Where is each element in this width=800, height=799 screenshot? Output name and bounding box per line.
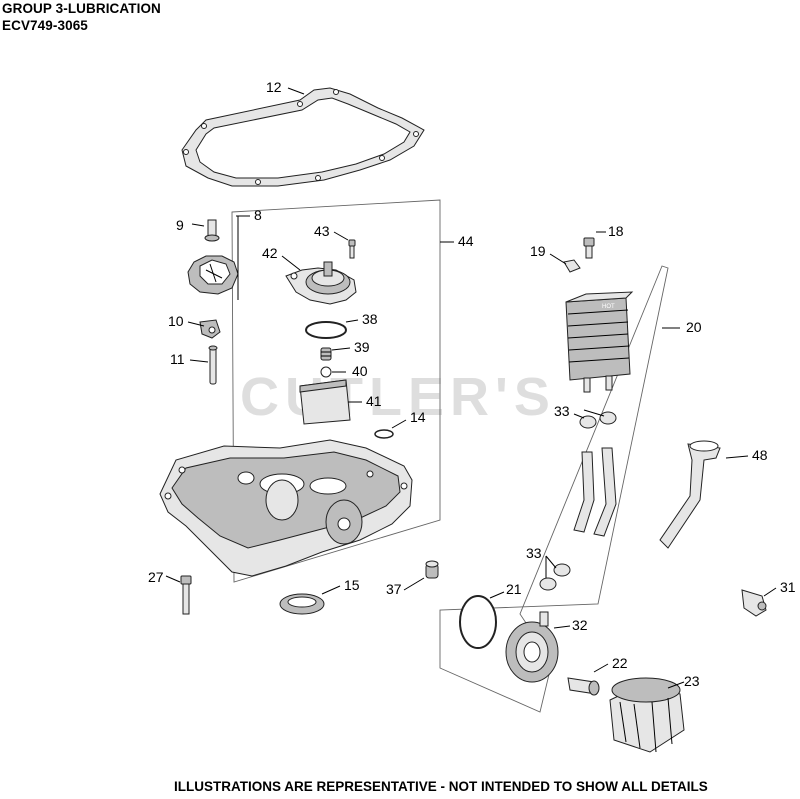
clip-19 — [563, 259, 581, 273]
governor-pin — [208, 345, 218, 385]
hose-48 — [659, 440, 721, 549]
callout-15: 15 — [344, 577, 360, 593]
callout-39: 39 — [354, 339, 370, 355]
bolt-18 — [583, 237, 595, 259]
callout-33-upper: 33 — [554, 403, 570, 419]
drain-plug — [425, 560, 439, 579]
governor-clip — [199, 319, 221, 339]
oil-pan-gasket — [181, 87, 425, 187]
leader-lines — [165, 87, 777, 689]
callout-40: 40 — [352, 363, 368, 379]
callout-22: 22 — [612, 655, 628, 671]
oil-filter-adapter — [505, 611, 559, 683]
relief-ball — [320, 366, 332, 378]
watermark: CUTLER'S — [240, 367, 556, 427]
o-ring-14 — [374, 429, 394, 439]
o-ring-21 — [459, 595, 497, 649]
callout-8: 8 — [254, 207, 262, 223]
oil-pan — [159, 439, 413, 577]
o-ring-38 — [305, 321, 347, 339]
callout-labels: 12 9 8 43 42 44 19 18 10 38 39 40 41 14 … — [148, 79, 796, 689]
hose-clamps-upper — [579, 411, 617, 429]
callout-27: 27 — [148, 569, 164, 585]
callout-31: 31 — [780, 579, 796, 595]
oil-hoses — [573, 447, 617, 537]
callout-20: 20 — [686, 319, 702, 335]
callout-37: 37 — [386, 581, 402, 597]
oil-cooler-marking: HOT — [602, 304, 615, 310]
oil-screen — [299, 379, 351, 425]
callout-10: 10 — [168, 313, 184, 329]
callout-44: 44 — [458, 233, 474, 249]
callout-14: 14 — [410, 409, 426, 425]
governor-gear-assembly — [187, 219, 239, 295]
callout-19: 19 — [530, 243, 546, 259]
callout-11: 11 — [170, 351, 185, 367]
oil-seal — [279, 593, 325, 615]
oil-filter — [609, 677, 685, 753]
callout-33-lower: 33 — [526, 545, 542, 561]
relief-spring — [320, 347, 332, 361]
callout-23: 23 — [684, 673, 700, 689]
callout-41: 41 — [366, 393, 382, 409]
callout-42: 42 — [262, 245, 278, 261]
callout-18: 18 — [608, 223, 624, 239]
callout-43: 43 — [314, 223, 330, 239]
bolt-27 — [180, 575, 192, 615]
oil-pump-assembly — [285, 261, 357, 305]
callout-21: 21 — [506, 581, 522, 597]
oil-cooler: HOT — [565, 291, 634, 393]
callout-9: 9 — [176, 217, 184, 233]
hose-clamps-lower — [539, 563, 571, 591]
callout-12: 12 — [266, 79, 282, 95]
callout-48: 48 — [752, 447, 768, 463]
oil-filter-nipple — [567, 677, 600, 696]
bolt-43 — [348, 239, 356, 259]
diagram-title: GROUP 3-LUBRICATION — [2, 1, 161, 16]
disclaimer-footer: ILLUSTRATIONS ARE REPRESENTATIVE - NOT I… — [174, 779, 708, 794]
model-number: ECV749-3065 — [2, 18, 88, 33]
callout-32: 32 — [572, 617, 588, 633]
part-31 — [741, 589, 767, 617]
callout-38: 38 — [362, 311, 378, 327]
